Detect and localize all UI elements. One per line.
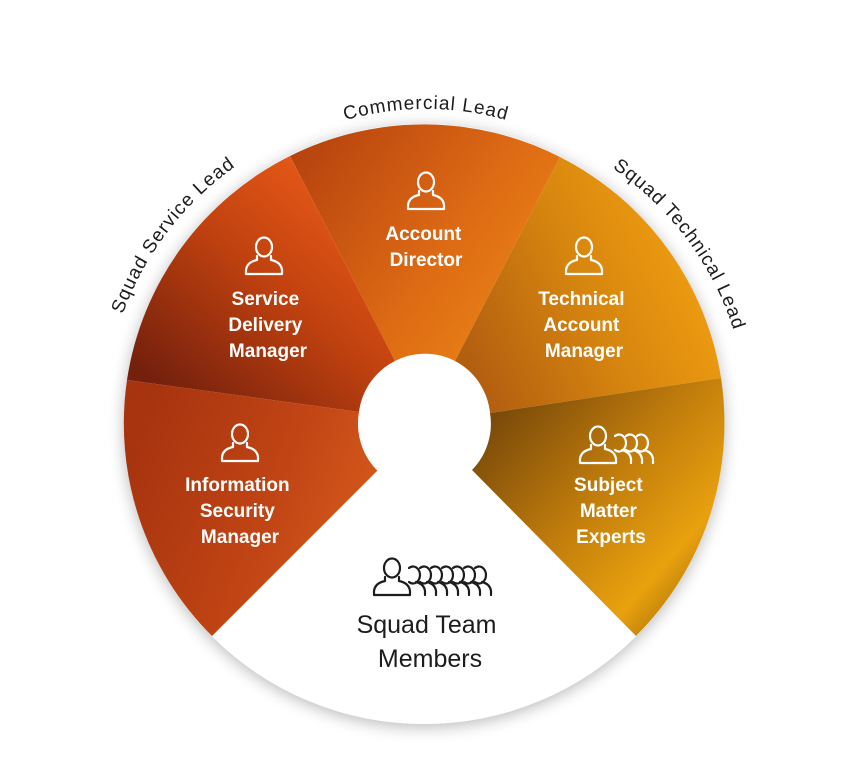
person-icon xyxy=(244,236,284,276)
person-icon xyxy=(406,171,446,211)
segment-technical-account-manager xyxy=(455,157,721,413)
segment-service-delivery-manager xyxy=(127,156,395,412)
person-icon xyxy=(220,423,260,463)
segment-account-director xyxy=(290,124,560,361)
segment-information-security-manager xyxy=(123,380,378,636)
service-delivery-manager-label: Service Delivery Manager xyxy=(228,289,307,362)
information-security-manager-label: Information Security Manager xyxy=(185,475,295,548)
center-hole xyxy=(358,358,490,490)
segment-subject-matter-experts xyxy=(472,378,725,636)
technical-account-manager-label: Technical Account Manager xyxy=(538,289,630,362)
squad-team-members-label: Squad Team Members xyxy=(357,611,504,673)
subject-matter-experts-label: Subject Matter Experts xyxy=(574,475,648,548)
commercial-lead-label: Commercial Lead xyxy=(341,93,511,125)
account-director-label: Account Director xyxy=(385,224,466,271)
person-icon xyxy=(564,236,604,276)
